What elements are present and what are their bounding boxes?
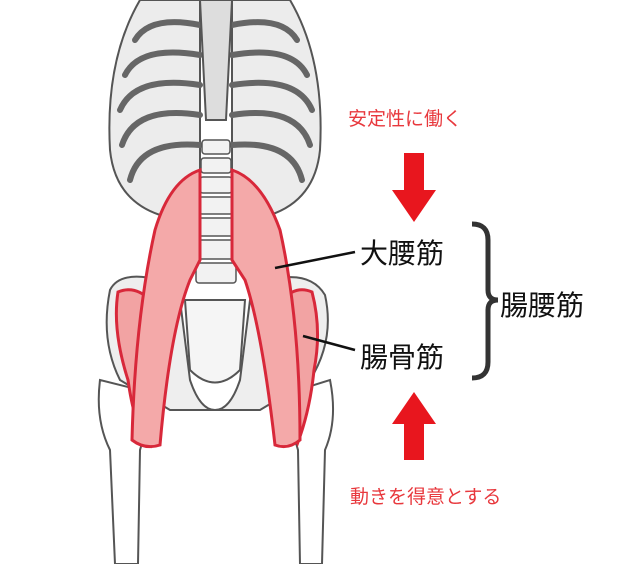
arrow-up-icon <box>392 392 436 460</box>
brace-icon <box>471 221 499 381</box>
ribcage <box>108 0 322 217</box>
spine <box>195 139 237 284</box>
psoas-major-muscles <box>130 167 302 449</box>
stability-note: 安定性に働く <box>348 108 463 130</box>
arrow-down-icon <box>392 153 436 222</box>
iliopsoas-label: 腸腰筋 <box>500 289 585 322</box>
leader-lines <box>274 250 356 352</box>
psoas-major-label: 大腰筋 <box>360 237 445 270</box>
movement-note: 動きを得意とする <box>350 486 502 508</box>
iliacus-label: 腸骨筋 <box>360 341 445 374</box>
